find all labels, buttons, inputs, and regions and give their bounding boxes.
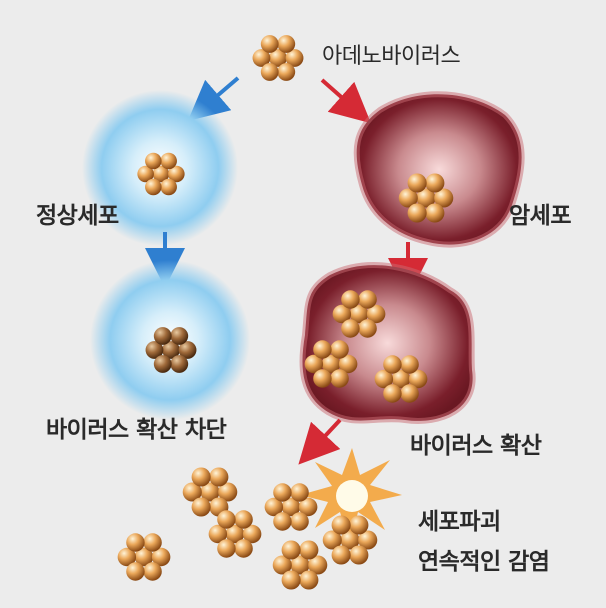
released-virus-icon [118, 533, 171, 580]
released-virus-icon [209, 510, 262, 557]
label-adenovirus: 아데노바이러스 [322, 38, 460, 70]
label-virus-spread-blocked: 바이러스 확산 차단 [46, 410, 226, 444]
released-virus-icon [323, 515, 378, 564]
label-chain-infection: 연속적인 감염 [418, 542, 549, 576]
arrow-to-normal-cell [203, 78, 238, 108]
adenovirus-icon [253, 35, 304, 81]
label-normal-cell: 정상세포 [36, 196, 119, 230]
released-virus-icon [265, 483, 318, 530]
burst-icon [300, 448, 402, 545]
cancer-cell-shape [357, 94, 522, 244]
label-cell-destruction: 세포파괴 [418, 502, 501, 536]
released-virus-icon [183, 467, 238, 516]
arrow-to-burst [312, 420, 340, 450]
arrow-to-cancer-cell [322, 80, 356, 110]
released-virus-icon [273, 540, 328, 589]
label-cancer-cell: 암세포 [509, 196, 571, 230]
label-virus-spread: 바이러스 확산 [410, 426, 541, 460]
